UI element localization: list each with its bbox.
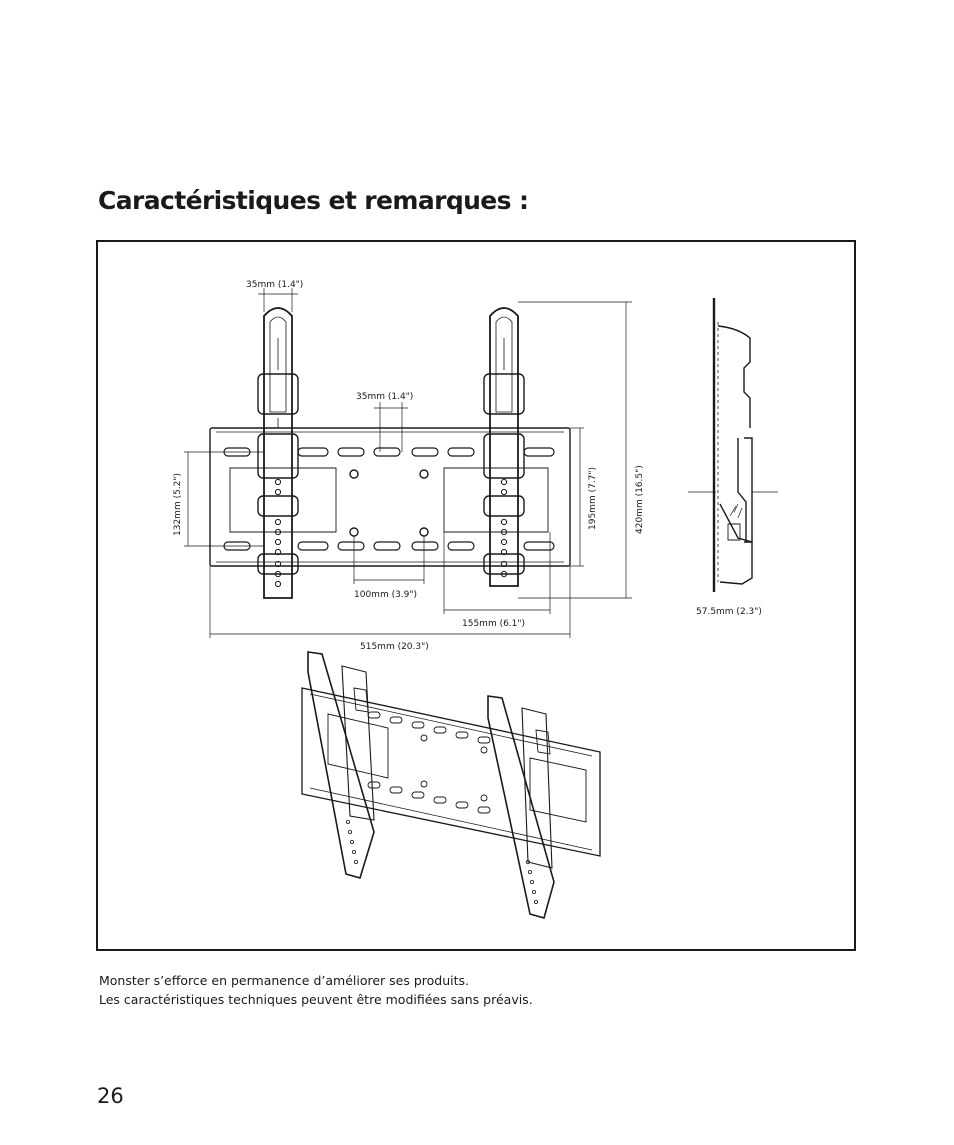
- dimension-label-slot-width: 35mm (1.4"): [356, 392, 413, 402]
- side-view-profile: [712, 298, 753, 592]
- specification-notes: Monster s’efforce en permanence d’amélio…: [99, 971, 533, 1009]
- isometric-view: [301, 651, 601, 919]
- dimension-label-arm-offset: 155mm (6.1"): [462, 619, 525, 629]
- wall-plate-front-view: [209, 427, 571, 567]
- right-arm-front-view: [483, 307, 525, 587]
- dimension-label-overall-width: 515mm (20.3"): [360, 642, 429, 652]
- dimension-label-hole-spacing: 100mm (3.9"): [354, 590, 417, 600]
- dimension-label-arm-width: 35mm (1.4"): [246, 280, 303, 290]
- dimension-label-overall-height: 420mm (16.5"): [635, 465, 645, 534]
- specifications-figure-frame: 35mm (1.4") 35mm (1.4") 100mm (3.9") 155…: [96, 240, 856, 951]
- dimension-lines: [184, 288, 778, 638]
- dimension-label-left-height: 132mm (5.2"): [173, 473, 183, 536]
- bracket-technical-drawing: 35mm (1.4") 35mm (1.4") 100mm (3.9") 155…: [173, 280, 778, 919]
- page-number: 26: [97, 1084, 124, 1108]
- note-line-1: Monster s’efforce en permanence d’amélio…: [99, 973, 469, 988]
- dimension-label-plate-height: 195mm (7.7"): [588, 467, 598, 530]
- left-arm-front-view: [257, 307, 299, 599]
- dimension-label-depth: 57.5mm (2.3"): [696, 607, 762, 617]
- note-line-2: Les caractéristiques techniques peuvent …: [99, 992, 533, 1007]
- page-title: Caractéristiques et remarques :: [98, 186, 529, 215]
